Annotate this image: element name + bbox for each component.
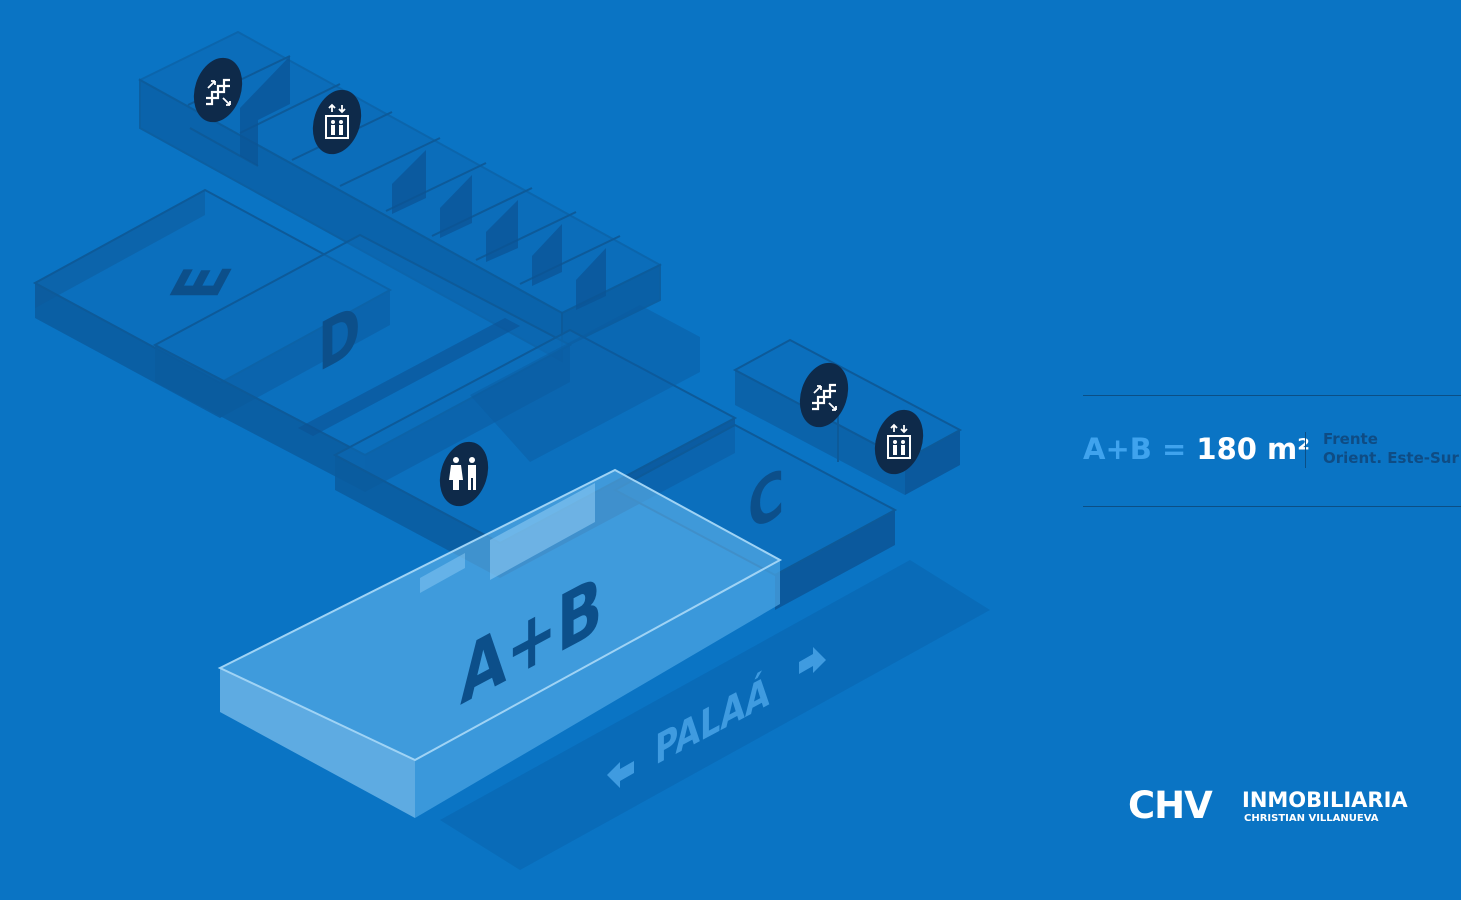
service-partitions	[240, 56, 606, 310]
area-summary: A+B = 180 m²	[1083, 432, 1310, 466]
street-arrow-right-icon	[799, 647, 826, 674]
unit-info-panel: A+B = 180 m² Frente Orient. Este-Sur	[1083, 395, 1461, 507]
orientation-line-2: Orient. Este-Sur	[1323, 449, 1459, 467]
elevator-icon	[312, 89, 362, 155]
street-arrow-left-icon	[607, 761, 634, 788]
area-units-label: A+B	[1083, 432, 1152, 466]
orientation-text: Frente Orient. Este-Sur	[1323, 430, 1459, 468]
unit-ab-block	[217, 468, 783, 818]
equals-sign: =	[1161, 432, 1187, 466]
elevator-icon	[874, 409, 924, 475]
orientation-line-1: Frente	[1323, 430, 1378, 448]
unit-label-e: E	[154, 265, 250, 300]
stairs-icon	[193, 57, 243, 123]
stairs-icon	[799, 362, 849, 428]
company-logo: CHV INMOBILIARIA CHRISTIAN VILLANUEVA	[1128, 786, 1438, 826]
logo-mark: CHV	[1128, 784, 1213, 827]
street-band	[440, 560, 990, 870]
info-divider	[1305, 432, 1306, 468]
logo-subtitle: CHRISTIAN VILLANUEVA	[1244, 813, 1379, 824]
logo-name: INMOBILIARIA	[1242, 788, 1408, 812]
restroom-icon	[439, 441, 489, 507]
area-value: 180 m²	[1196, 432, 1310, 466]
unit-c-block	[612, 338, 963, 610]
